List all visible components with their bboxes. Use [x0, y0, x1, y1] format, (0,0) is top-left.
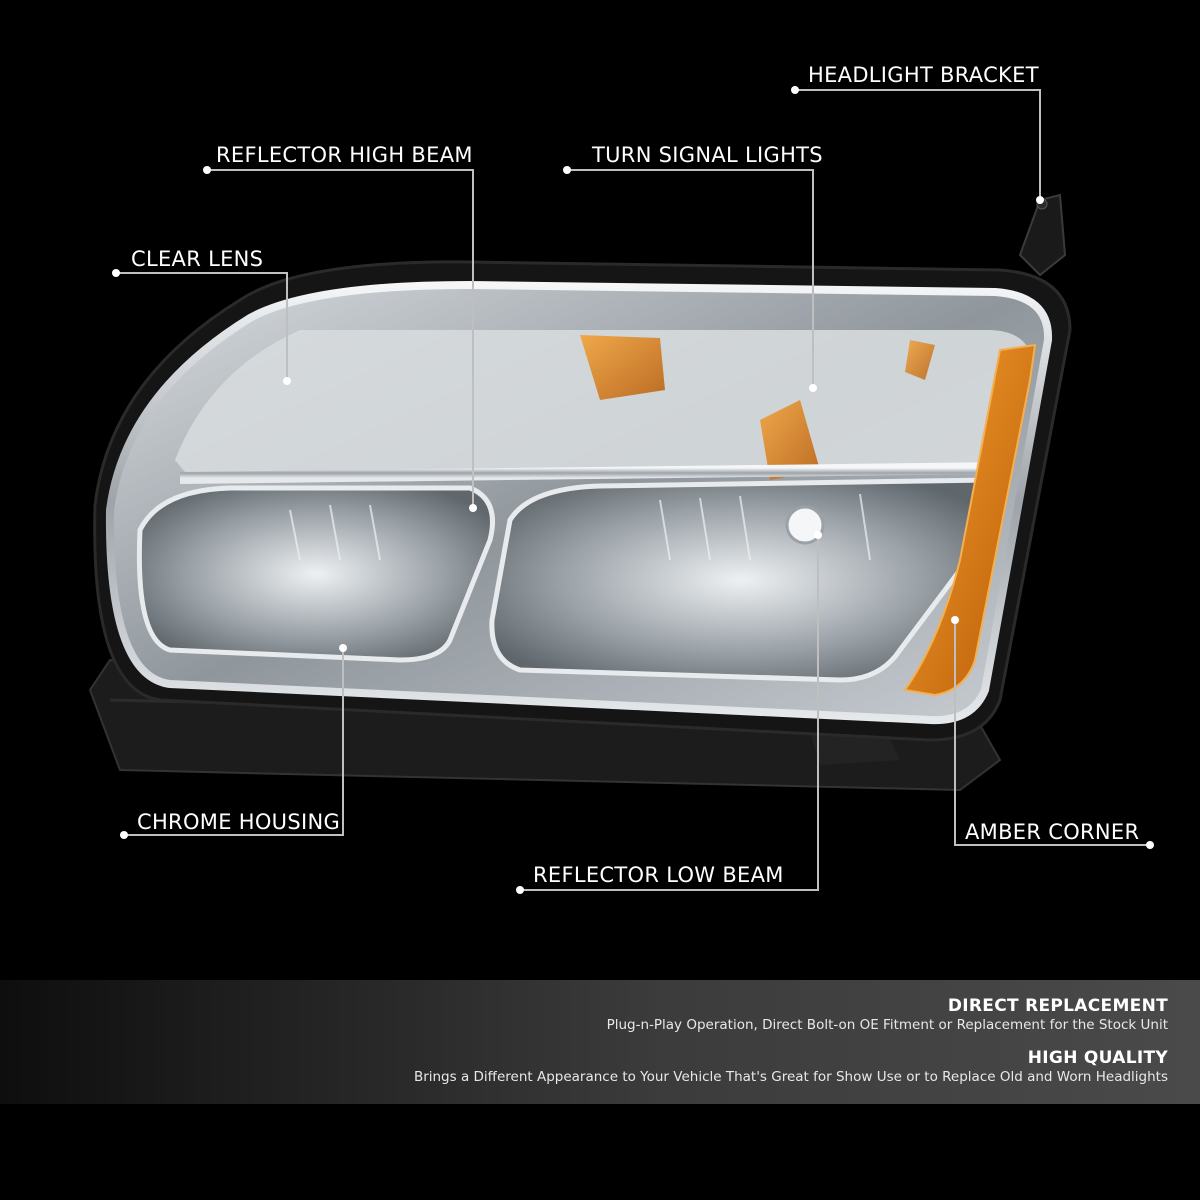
- callout-headlight-bracket: HEADLIGHT BRACKET: [808, 63, 1039, 87]
- callout-dots: [112, 86, 1154, 894]
- feature-direct-replacement: DIRECT REPLACEMENT Plug-n-Play Operation…: [607, 996, 1168, 1033]
- callout-clear-lens: CLEAR LENS: [131, 247, 264, 271]
- feature-high-quality: HIGH QUALITY Brings a Different Appearan…: [414, 1048, 1168, 1085]
- callout-amber-corner: AMBER CORNER: [965, 820, 1140, 844]
- feature-description: Brings a Different Appearance to Your Ve…: [413, 1069, 1168, 1085]
- headlight-body: [93, 260, 1072, 742]
- callout-lines: [116, 89, 1150, 891]
- features-panel: DIRECT REPLACEMENT Plug-n-Play Operation…: [0, 980, 1200, 1104]
- callout-reflector-high-beam: REFLECTOR HIGH BEAM: [216, 143, 473, 167]
- callout-turn-signal-lights: TURN SIGNAL LIGHTS: [592, 143, 823, 167]
- headlight-bracket: [1018, 193, 1067, 277]
- callout-chrome-housing: CHROME HOUSING: [137, 810, 341, 834]
- feature-title: DIRECT REPLACEMENT: [947, 996, 1168, 1016]
- callout-reflector-low-beam: REFLECTOR LOW BEAM: [533, 863, 784, 887]
- feature-title: HIGH QUALITY: [1027, 1048, 1168, 1068]
- feature-description: Plug-n-Play Operation, Direct Bolt-on OE…: [606, 1017, 1168, 1033]
